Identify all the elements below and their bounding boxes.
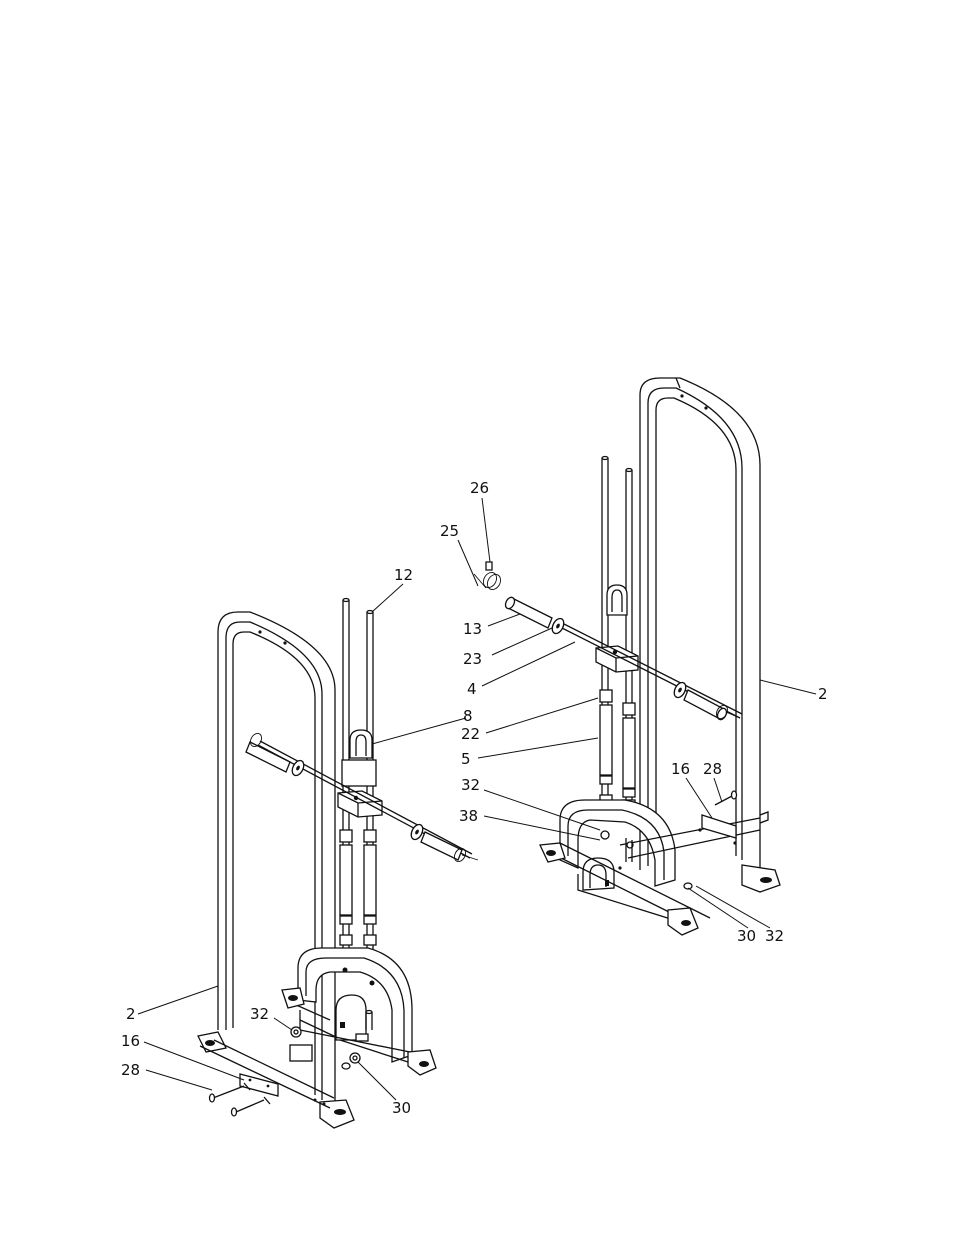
callout-right-16: 16 — [671, 760, 690, 778]
left-top-pulley — [342, 730, 376, 786]
callout-left-30: 30 — [392, 1099, 411, 1117]
callout-right-23: 23 — [463, 650, 482, 668]
callout-right-38: 38 — [459, 807, 478, 825]
callout-right-32: 32 — [461, 776, 480, 794]
callout-left-32: 32 — [250, 1005, 269, 1023]
callout-right-8: 8 — [463, 707, 473, 725]
callout-right-32b: 32 — [765, 927, 784, 945]
callout-right-30: 30 — [737, 927, 756, 945]
callout-left-2: 2 — [126, 1005, 136, 1023]
callout-right-13: 13 — [463, 620, 482, 638]
left-frame-assembly — [198, 599, 478, 1129]
callout-right-12: 12 — [394, 566, 413, 584]
callout-right-28: 28 — [703, 760, 722, 778]
left-upright-frame — [198, 612, 354, 1128]
callout-right-25: 25 — [440, 522, 459, 540]
callout-right-4: 4 — [467, 680, 477, 698]
right-frame-assembly — [474, 378, 780, 935]
left-spacers-tubes — [340, 830, 376, 945]
left-base — [210, 948, 437, 1116]
callout-right-26: 26 — [470, 479, 489, 497]
callout-right-5: 5 — [461, 750, 471, 768]
callout-left-28: 28 — [121, 1061, 140, 1079]
right-top-pulley — [607, 585, 627, 615]
leader-lines — [138, 498, 816, 1100]
callout-left-16: 16 — [121, 1032, 140, 1050]
callout-right-22: 22 — [461, 725, 480, 743]
right-spacers-tubes — [600, 690, 635, 810]
callout-right-2: 2 — [818, 685, 828, 703]
